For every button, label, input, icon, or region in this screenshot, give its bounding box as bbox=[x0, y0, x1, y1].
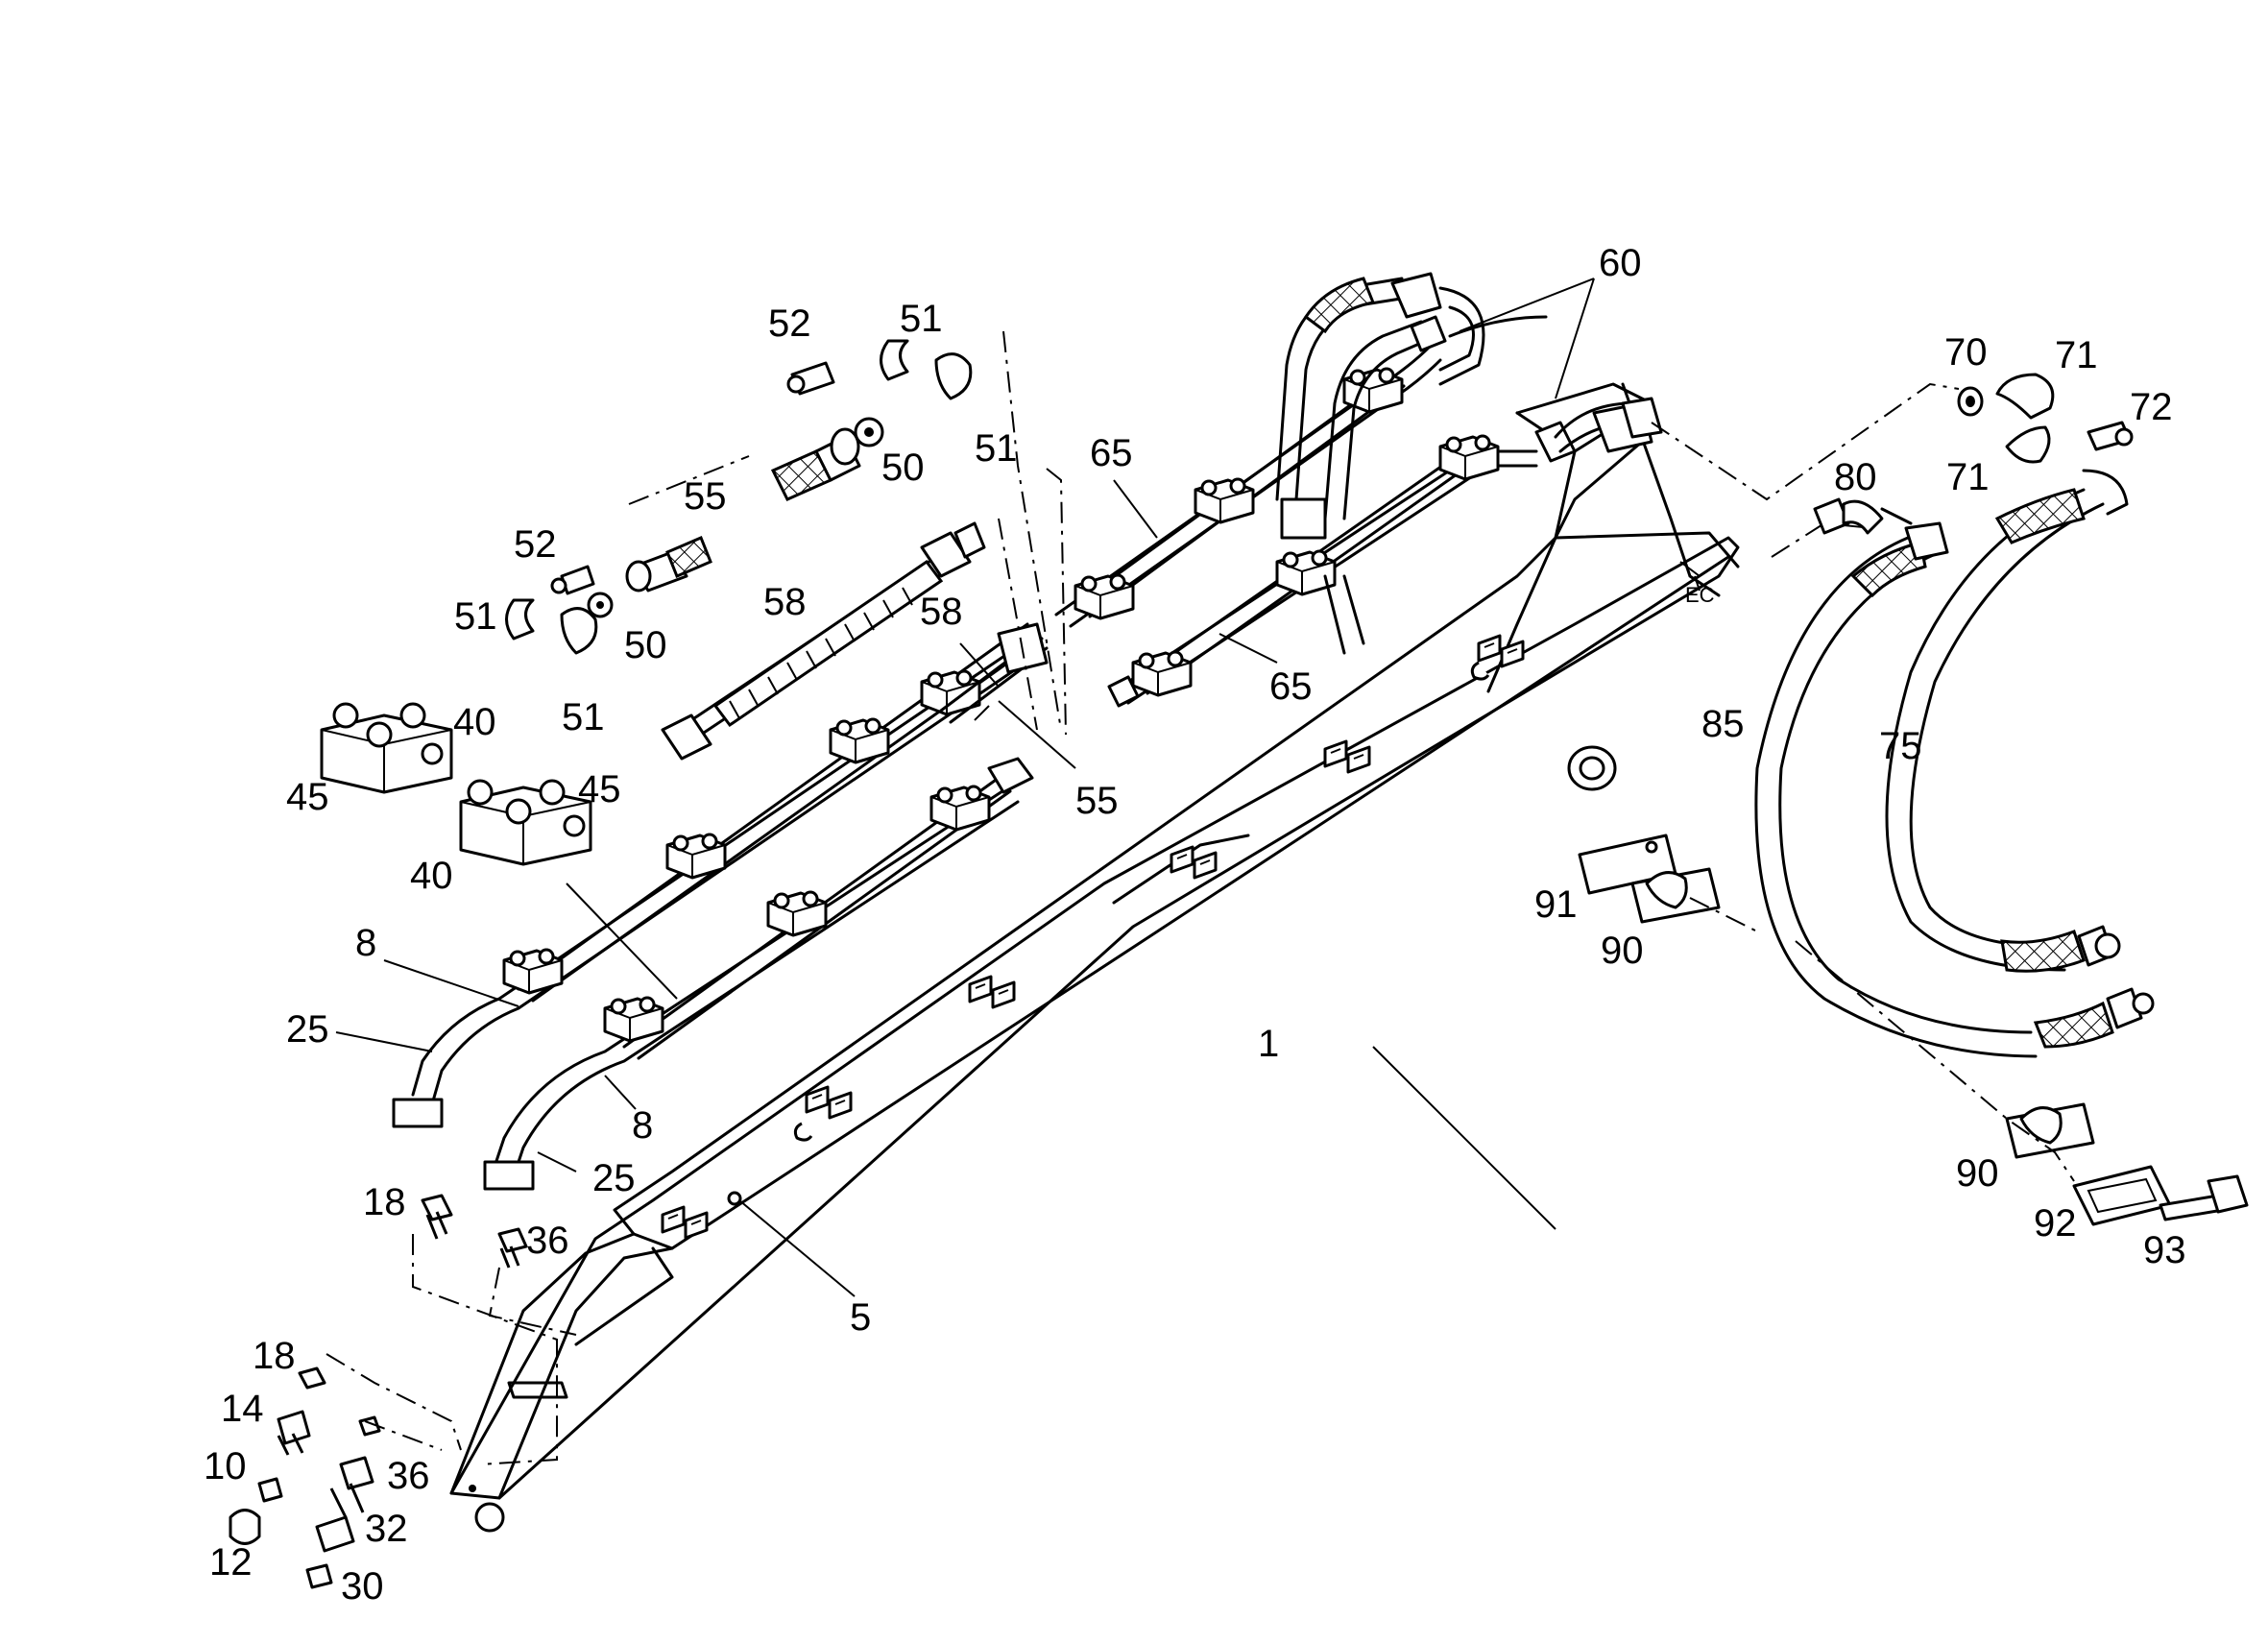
callout-40: 40 bbox=[410, 855, 453, 897]
callout-8: 8 bbox=[632, 1104, 653, 1147]
leader-lines bbox=[335, 479, 1556, 1297]
hose-75 bbox=[1885, 469, 2155, 1049]
callout-50: 50 bbox=[881, 447, 925, 489]
callout-51: 51 bbox=[900, 298, 943, 340]
callout-36: 36 bbox=[387, 1455, 430, 1497]
callout-18: 18 bbox=[363, 1181, 406, 1223]
fitting-assembly-upper bbox=[770, 339, 973, 501]
callout-93: 93 bbox=[2143, 1229, 2186, 1271]
callout-25: 25 bbox=[286, 1008, 329, 1051]
flange-clamp-70-71-72 bbox=[1621, 373, 2134, 464]
clamp-block-40-45-upper bbox=[320, 702, 453, 794]
pipe-line-65-lower bbox=[1107, 434, 1538, 708]
boom-arm: EC bbox=[449, 382, 1740, 1533]
callout-65: 65 bbox=[1090, 432, 1133, 474]
callout-91: 91 bbox=[1534, 883, 1578, 926]
callout-51: 51 bbox=[562, 696, 605, 738]
callout-36: 36 bbox=[526, 1220, 569, 1262]
callout-45: 45 bbox=[578, 768, 621, 810]
callout-71: 71 bbox=[2055, 334, 2098, 376]
hose-58 bbox=[661, 521, 986, 761]
elbow-80 bbox=[1813, 497, 1884, 535]
callout-72: 72 bbox=[2130, 386, 2173, 428]
hose-85 bbox=[1754, 507, 2038, 1058]
callout-40: 40 bbox=[453, 701, 496, 743]
callout-12: 12 bbox=[209, 1541, 253, 1584]
callout-85: 85 bbox=[1701, 703, 1745, 745]
callout-55: 55 bbox=[1075, 780, 1119, 822]
callout-58: 58 bbox=[920, 591, 963, 633]
callout-92: 92 bbox=[2034, 1202, 2077, 1245]
callout-51: 51 bbox=[975, 427, 1018, 470]
fittings-bottom-left bbox=[229, 1194, 528, 1589]
callout-8: 8 bbox=[355, 922, 376, 964]
pipe-line-65-upper bbox=[1054, 344, 1442, 628]
callout-52: 52 bbox=[514, 523, 557, 566]
bracket-90-91-upper bbox=[1578, 834, 1721, 924]
callout-14: 14 bbox=[221, 1388, 264, 1430]
fitting-assembly-lower bbox=[505, 536, 712, 655]
callout-30: 30 bbox=[341, 1565, 384, 1608]
callout-labels: 1 5 8 8 10 12 14 18 18 25 25 30 32 36 36… bbox=[204, 242, 2186, 1608]
callout-80: 80 bbox=[1834, 456, 1877, 498]
callout-25: 25 bbox=[592, 1157, 636, 1199]
callout-32: 32 bbox=[365, 1508, 408, 1550]
callout-71: 71 bbox=[1946, 456, 1990, 498]
callout-52: 52 bbox=[768, 302, 811, 345]
callout-58: 58 bbox=[763, 581, 807, 623]
callout-90: 90 bbox=[1956, 1152, 1999, 1195]
callout-60: 60 bbox=[1599, 242, 1642, 284]
bracket-90-92-93-lower bbox=[2005, 1102, 2249, 1226]
callout-10: 10 bbox=[204, 1445, 247, 1487]
callout-70: 70 bbox=[1944, 331, 1988, 374]
callout-1: 1 bbox=[1258, 1023, 1279, 1065]
callout-45: 45 bbox=[286, 776, 329, 818]
callout-75: 75 bbox=[1879, 725, 1922, 767]
callout-55: 55 bbox=[684, 475, 727, 518]
callout-65: 65 bbox=[1269, 665, 1313, 708]
clamp-block-40-45-lower bbox=[459, 779, 592, 866]
callout-51: 51 bbox=[454, 595, 497, 638]
callout-50: 50 bbox=[624, 624, 667, 666]
pipe-line-lower bbox=[483, 757, 1034, 1191]
hose-60 bbox=[1275, 272, 1653, 655]
callout-18: 18 bbox=[253, 1335, 296, 1377]
boom-pipe-brackets bbox=[661, 634, 1525, 1240]
svg-text:EC: EC bbox=[1685, 583, 1715, 607]
callout-90: 90 bbox=[1601, 930, 1644, 972]
callout-5: 5 bbox=[850, 1296, 871, 1339]
pipe-line-upper bbox=[392, 622, 1049, 1128]
